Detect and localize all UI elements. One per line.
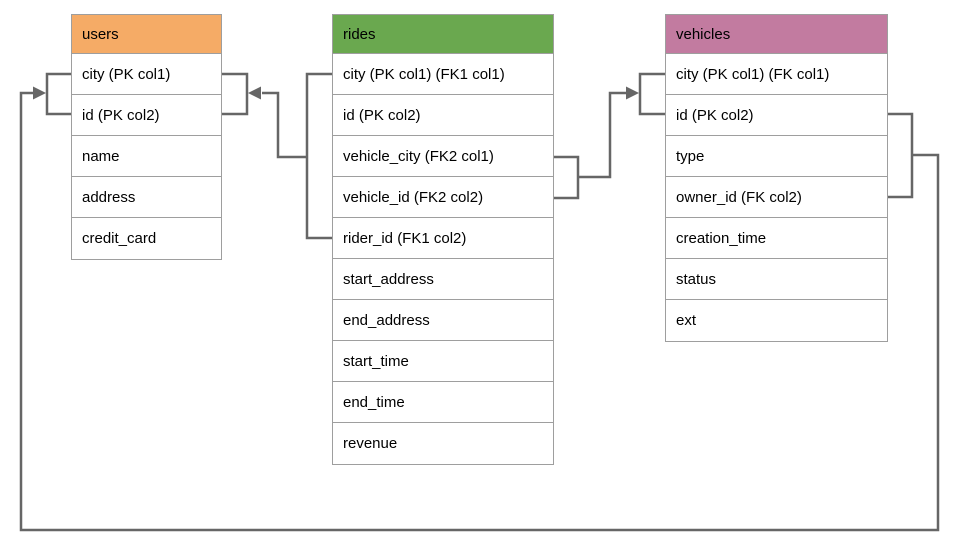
table-rides: rides city (PK col1) (FK1 col1)id (PK co… [332, 14, 554, 465]
users-left-bracket [45, 72, 71, 116]
arrowhead-to-users [248, 86, 261, 100]
vehicles-right-bracket [888, 112, 914, 199]
table-row: city (PK col1) (FK col1) [666, 54, 887, 95]
table-row: creation_time [666, 218, 887, 259]
table-row: vehicle_id (FK2 col2) [333, 177, 553, 218]
arrowhead-to-vehicles [626, 86, 639, 100]
rides-left-bracket [305, 72, 332, 240]
table-row: end_time [333, 382, 553, 423]
table-row: id (PK col2) [333, 95, 553, 136]
table-row: end_address [333, 300, 553, 341]
rides-right-bracket [553, 155, 580, 200]
table-row: ext [666, 300, 887, 341]
table-row: rider_id (FK1 col2) [333, 218, 553, 259]
table-row: credit_card [72, 218, 221, 259]
table-row: owner_id (FK col2) [666, 177, 887, 218]
table-row: id (PK col2) [72, 95, 221, 136]
table-users-header: users [72, 15, 221, 54]
connector-rides-vehicles [553, 72, 665, 200]
table-row: status [666, 259, 887, 300]
table-row: id (PK col2) [666, 95, 887, 136]
table-vehicles-columns: city (PK col1) (FK col1)id (PK col2)type… [666, 54, 887, 341]
vehicles-left-bracket [638, 72, 665, 116]
table-rides-header: rides [333, 15, 553, 54]
table-rides-columns: city (PK col1) (FK1 col1)id (PK col2)veh… [333, 54, 553, 464]
table-vehicles: vehicles city (PK col1) (FK col1)id (PK … [665, 14, 888, 342]
table-vehicles-header: vehicles [666, 15, 887, 54]
connector-rides-users [221, 72, 332, 240]
table-row: city (PK col1) [72, 54, 221, 95]
table-row: city (PK col1) (FK1 col1) [333, 54, 553, 95]
table-row: start_address [333, 259, 553, 300]
connector-vehicles-users [19, 72, 940, 532]
fk2-elbow [578, 91, 627, 179]
fk-outer-loop [19, 91, 940, 532]
fk1-elbow [262, 91, 307, 159]
table-row: address [72, 177, 221, 218]
table-row: start_time [333, 341, 553, 382]
table-row: type [666, 136, 887, 177]
users-right-bracket [221, 72, 249, 116]
arrowhead-to-users-outer [33, 86, 46, 100]
table-row: vehicle_city (FK2 col1) [333, 136, 553, 177]
table-row: name [72, 136, 221, 177]
table-row: revenue [333, 423, 553, 464]
